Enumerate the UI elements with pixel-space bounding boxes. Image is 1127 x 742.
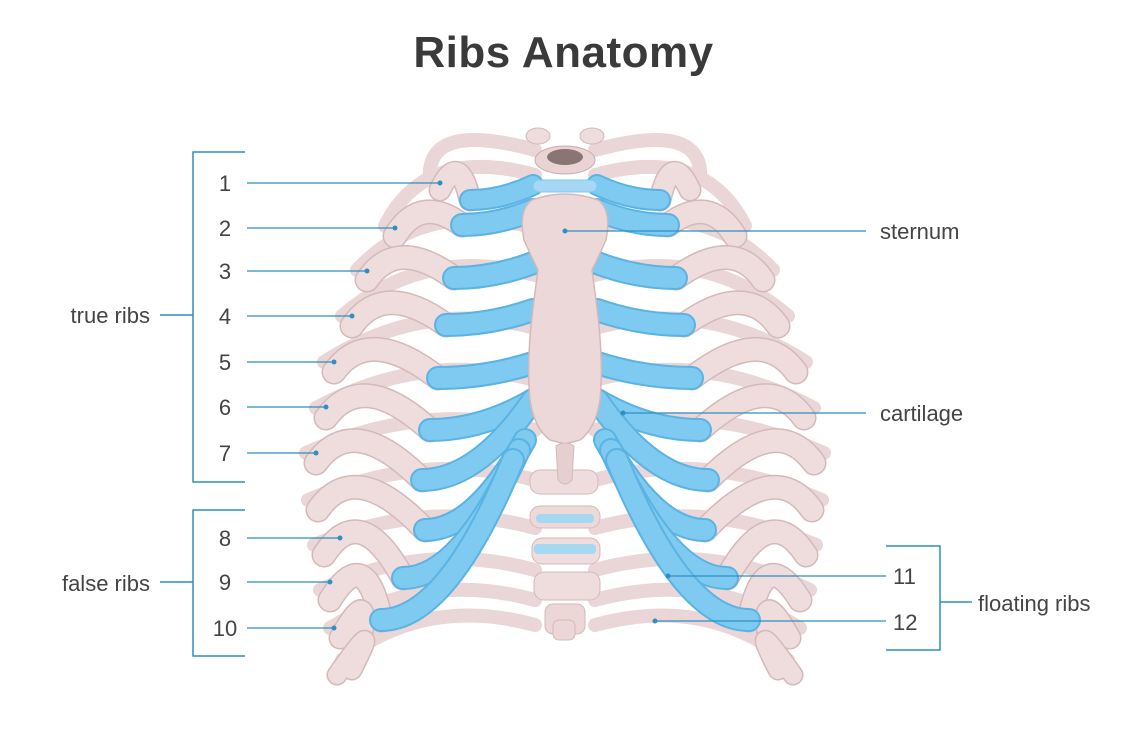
label-rib-9: 9 [219,570,231,595]
label-rib-8: 8 [219,526,231,551]
posterior-rib-segment [422,133,542,187]
cartilage-segment [436,300,543,335]
rib-bone [756,631,802,684]
rib-bone [313,520,414,589]
leader-dot-rib-1 [437,180,443,186]
label-rib-7: 7 [219,441,231,466]
posterior-rib-segment [588,133,708,187]
anterior-ribs [303,161,827,686]
rib-bone [356,246,465,291]
label-floating-ribs: floating ribs [978,591,1091,616]
xiphoid-process [555,442,575,485]
rib-bone [716,520,817,589]
leader-dot-sternum [562,228,568,234]
vertebra [533,571,601,601]
label-false-ribs: false ribs [62,571,150,596]
sternum-bone [521,193,609,445]
rib-bone [307,476,436,541]
leader-dot-rib-3 [364,268,370,274]
cartilage-segment [587,353,702,388]
transverse-process [579,127,605,145]
leader-dot-rib-10 [331,625,337,631]
leader-dot-rib-5 [331,359,337,365]
label-rib-6: 6 [219,395,231,420]
bracket-floating-ribs [886,545,972,651]
cartilage-segment [587,300,694,335]
cartilage-segment [461,176,542,209]
cartilage-segment [428,353,543,388]
cartilage-segment [371,450,523,630]
label-rib-10: 10 [213,616,237,641]
label-rib-4: 4 [219,304,231,329]
rib-bone [305,429,433,491]
rib-cage-illustration [299,127,831,686]
cartilage-segment [444,253,543,288]
costal-cartilage [369,174,761,632]
leader-dot-rib-7 [313,450,319,456]
cartilage-segment [412,390,543,490]
intervertebral-disc [536,514,594,523]
labels: 1 2 3 4 5 6 7 8 9 10 [213,171,443,641]
rib-bone [323,338,449,389]
label-rib-2: 2 [219,216,231,241]
leader-dot-rib-12 [652,618,658,624]
leader-dot-rib-8 [337,535,343,541]
cartilage-segment [587,253,686,288]
rib-bone [341,291,457,337]
rib-bone [694,476,823,541]
transverse-process [525,127,551,145]
label-rib-3: 3 [219,259,231,284]
vertebral-column [529,469,601,641]
leader-dot-rib-6 [323,404,329,410]
intervertebral-disc [534,544,596,554]
label-cartilage: cartilage [880,401,963,426]
cartilage-segment [587,390,718,490]
cartilage-segment [588,176,669,209]
rib-bone [319,564,392,631]
bracket-false-ribs [160,509,245,657]
leader-dot-rib-4 [349,313,355,319]
vertebra [552,619,576,641]
rib-bone [665,246,774,291]
diagram-title: Ribs Anatomy [413,28,714,77]
label-rib-11: 11 [893,564,916,589]
intervertebral-disc [532,179,598,193]
leader-dot-cartilage [620,410,626,416]
rib-bone [697,429,825,491]
rib-bone [681,338,807,389]
label-sternum: sternum [880,219,959,244]
rib-bone [673,291,789,337]
rib-bone [328,631,374,684]
leader-dot-rib-11 [665,573,671,579]
leader-dot-rib-9 [327,579,333,585]
label-rib-1: 1 [219,171,231,196]
label-true-ribs: true ribs [71,303,150,328]
rib-bone [689,384,815,441]
label-rib-12: 12 [893,610,917,635]
upper-thoracic-aperture [525,127,605,193]
label-rib-5: 5 [219,350,231,375]
vertebral-foramen [547,149,583,165]
rib-bone [315,384,441,441]
bracket-true-ribs [160,151,245,483]
leader-dot-rib-2 [392,225,398,231]
cartilage-segment [607,450,759,630]
